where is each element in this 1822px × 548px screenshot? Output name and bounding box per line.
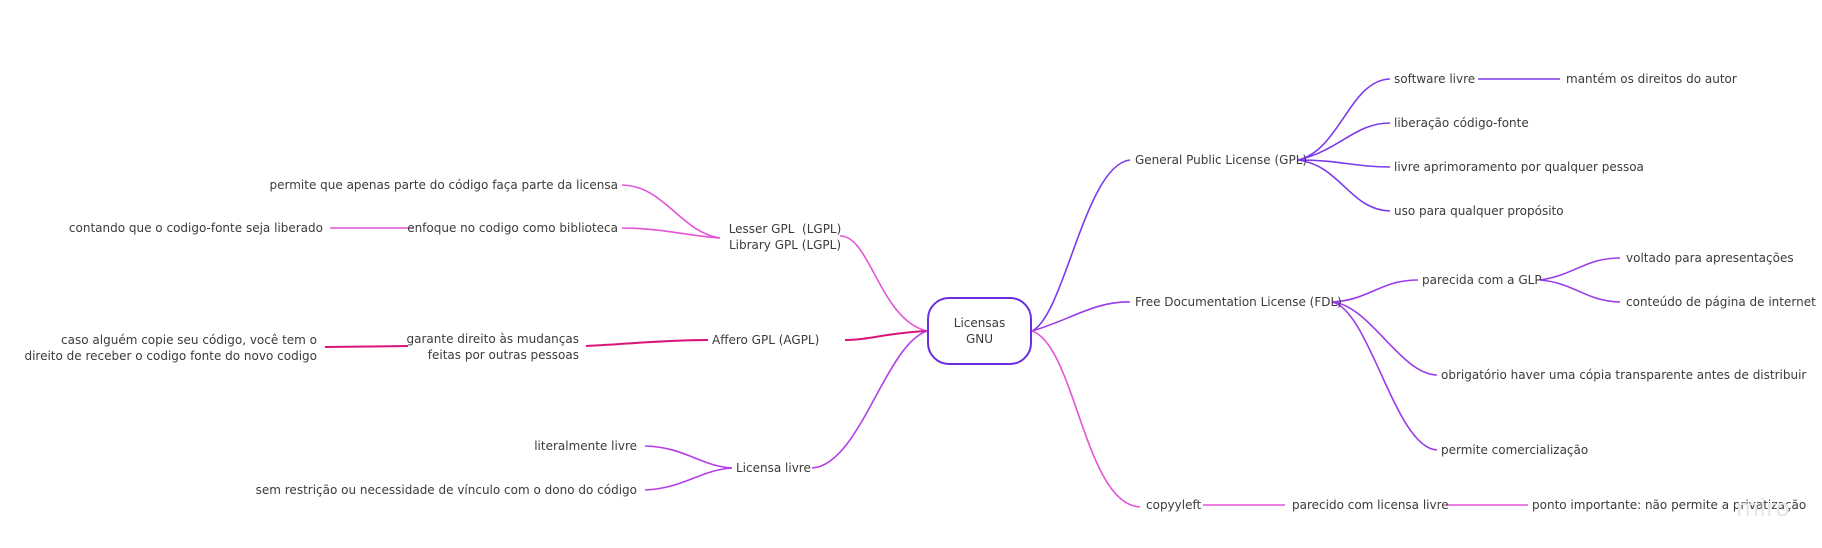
node-livre-aprimoramento[interactable]: livre aprimoramento por qualquer pessoa xyxy=(1394,160,1644,174)
root-node[interactable]: Licensas GNU xyxy=(927,297,1032,365)
node-permite-parte[interactable]: permite que apenas parte do código faça … xyxy=(269,178,619,192)
node-enfoque-biblioteca[interactable]: enfoque no codigo como biblioteca xyxy=(407,221,618,235)
node-permite-comercializacao[interactable]: permite comercialização xyxy=(1441,443,1589,457)
node-agpl[interactable]: Affero GPL (AGPL) xyxy=(712,333,820,347)
node-parecida-glp[interactable]: parecida com a GLP xyxy=(1422,273,1542,287)
connector-lgpl-permite xyxy=(621,184,721,239)
connector-fdl-obrigatorio xyxy=(1331,301,1438,376)
node-copyleft[interactable]: copyyleft xyxy=(1146,498,1202,512)
node-voltado-apresentacoes[interactable]: voltado para apresentações xyxy=(1626,251,1794,265)
connector-agpl-garante xyxy=(585,339,709,347)
node-garante-direito[interactable]: garante direito às mudanças feitas por o… xyxy=(406,332,579,362)
connector-parecida-conteudo xyxy=(1539,279,1621,303)
connector-root-lgpl xyxy=(839,235,928,332)
connector-gpl-software xyxy=(1297,78,1391,161)
node-software-livre[interactable]: software livre xyxy=(1394,72,1476,86)
node-ponto-importante[interactable]: ponto importante: não permite a privatiz… xyxy=(1532,498,1807,512)
node-liberacao-codigo[interactable]: liberação código-fonte xyxy=(1394,116,1529,130)
connector-fdl-comercializacao xyxy=(1331,301,1438,451)
node-conteudo-internet[interactable]: conteúdo de página de internet xyxy=(1626,295,1816,309)
connector-root-copyleft xyxy=(1031,330,1141,508)
connector-gpl-liberacao xyxy=(1297,122,1391,161)
connector-lgpl-enfoque xyxy=(621,227,721,239)
connector-gpl-uso xyxy=(1297,159,1391,212)
node-licensa-livre[interactable]: Licensa livre xyxy=(736,461,811,475)
node-parecido-licensa-livre[interactable]: parecido com licensa livre xyxy=(1292,498,1449,512)
connector-gpl-livre xyxy=(1297,159,1391,168)
node-contando-liberado[interactable]: contando que o codigo-fonte seja liberad… xyxy=(68,221,323,235)
node-fdl[interactable]: Free Documentation License (FDL) xyxy=(1135,295,1342,309)
node-literalmente-livre[interactable]: literalmente livre xyxy=(534,439,637,453)
connector-livre-literalmente xyxy=(644,445,733,469)
connector-root-gpl xyxy=(1031,159,1131,332)
node-caso-copie[interactable]: caso alguém copie seu código, você tem o… xyxy=(24,333,317,363)
node-mantem-direitos[interactable]: mantém os direitos do autor xyxy=(1566,72,1737,86)
connector-root-livre xyxy=(811,330,928,469)
connector-root-agpl xyxy=(844,330,928,341)
node-gpl[interactable]: General Public License (GPL) xyxy=(1135,153,1308,167)
connector-livre-semrestricao xyxy=(644,467,733,491)
connector-parecida-voltado xyxy=(1539,257,1621,281)
connector-fdl-parecida xyxy=(1331,279,1419,303)
node-obrigatorio-copia[interactable]: obrigatório haver uma cópia transparente… xyxy=(1441,368,1807,382)
node-uso-qualquer[interactable]: uso para qualquer propósito xyxy=(1394,204,1564,218)
node-lgpl[interactable]: Lesser GPL (LGPL) Library GPL (LGPL) xyxy=(728,222,842,252)
connector-garante-caso xyxy=(324,345,409,348)
miro-watermark: miro xyxy=(1735,494,1790,522)
connector-root-fdl xyxy=(1031,301,1131,332)
node-sem-restricao[interactable]: sem restrição ou necessidade de vínculo … xyxy=(255,483,637,497)
